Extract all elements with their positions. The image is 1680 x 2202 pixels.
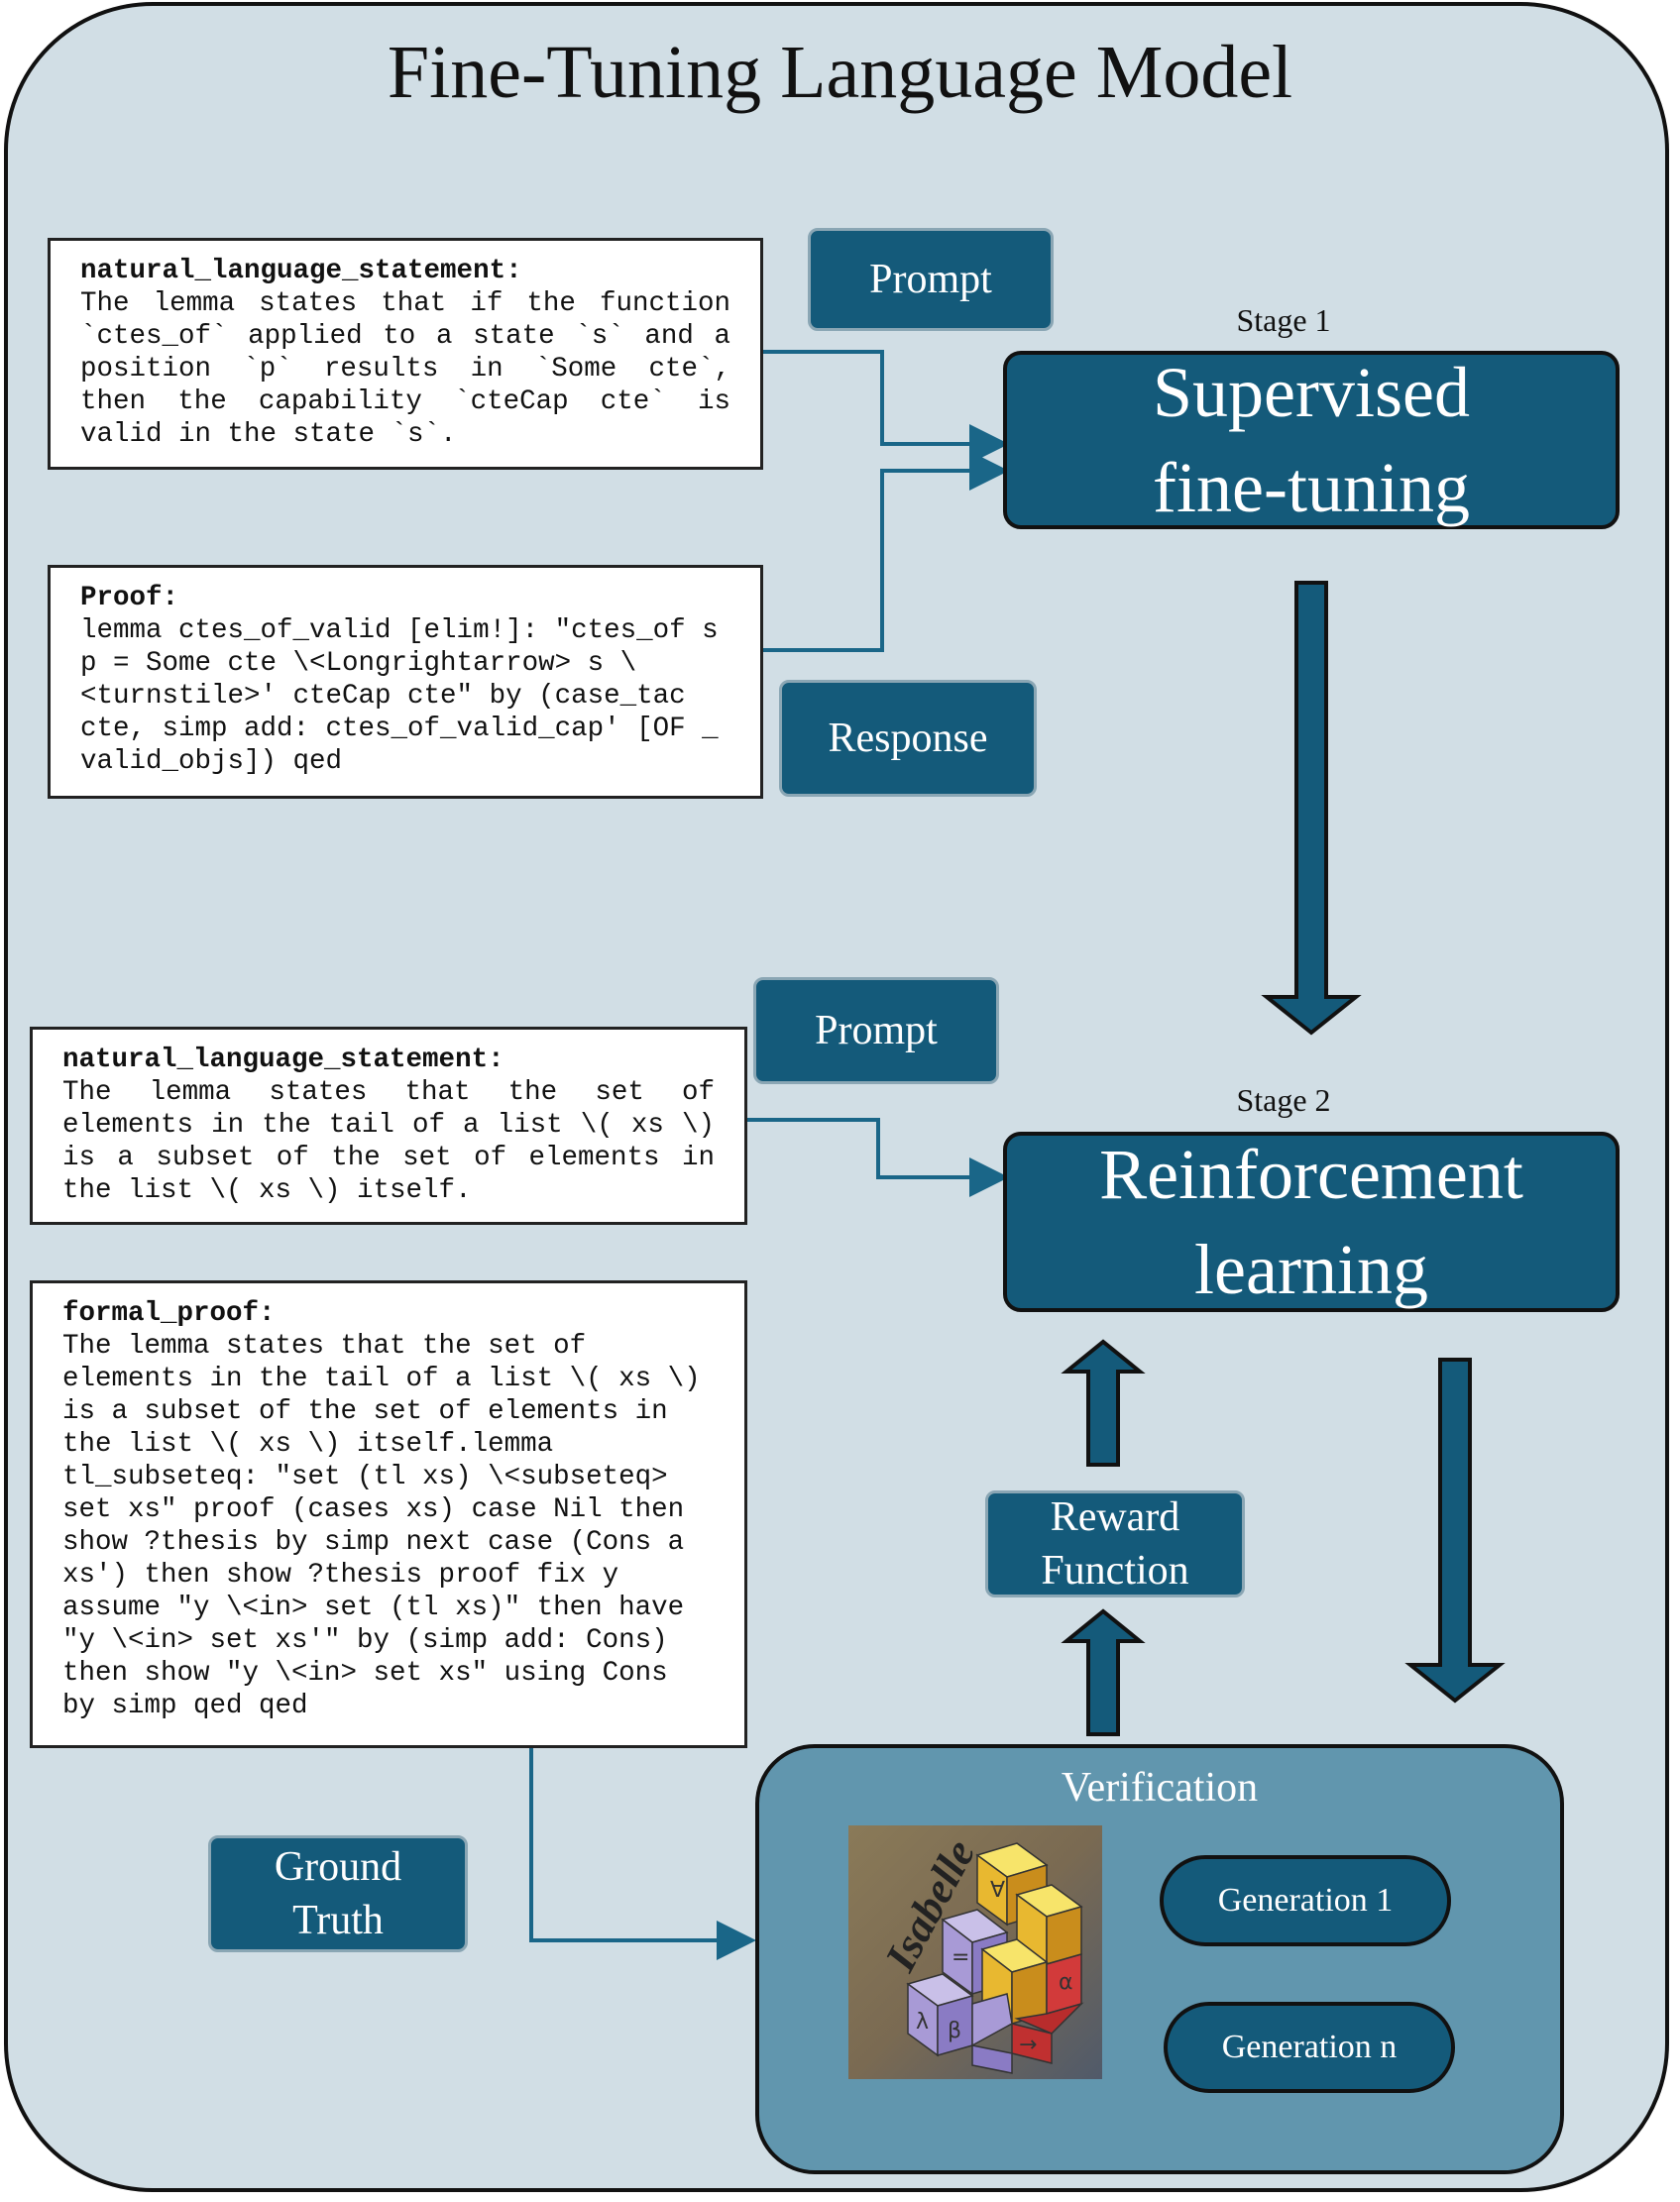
- reward-line1: Reward: [1050, 1494, 1180, 1540]
- stage2-rl-box: Reinforcement learning: [1003, 1132, 1620, 1312]
- isabelle-logo: Isabelle ∀ = λ β α →: [848, 1825, 1102, 2079]
- stage2-formal-body: The lemma states that the set of element…: [62, 1331, 701, 1721]
- sft-to-rl-arrow: [1261, 581, 1362, 1036]
- isabelle-logo-graphic: Isabelle ∀ = λ β α →: [848, 1825, 1102, 2079]
- stage1-label: Stage 1: [1236, 302, 1331, 338]
- ground-truth-line1: Ground: [274, 1844, 402, 1890]
- stage1-prompt-tag: Prompt: [808, 228, 1054, 331]
- stage1-box-line2: fine-tuning: [1153, 448, 1470, 527]
- rl-to-verification-arrow: [1404, 1358, 1506, 1704]
- ground-truth-line2: Truth: [292, 1898, 384, 1943]
- stage1-proof-head: Proof:: [80, 583, 179, 613]
- stage2-box-line2: learning: [1194, 1230, 1428, 1309]
- stage2-statement-box: natural_language_statement: The lemma st…: [30, 1027, 747, 1225]
- stage1-proof-body: lemma ctes_of_valid [elim!]: "ctes_of s …: [80, 615, 719, 777]
- reward-to-rl-arrow: [1061, 1339, 1146, 1467]
- stage2-statement-head: natural_language_statement:: [62, 1045, 504, 1075]
- statement2-to-rl-line: [745, 1118, 1009, 1197]
- stage2-box-line1: Reinforcement: [1099, 1135, 1523, 1214]
- stage1-statement-body: The lemma states that if the function `c…: [80, 288, 730, 450]
- generation-1-pill: Generation 1: [1160, 1855, 1451, 1946]
- stage1-response-tag: Response: [779, 680, 1037, 797]
- stage1-proof-box: Proof: lemma ctes_of_valid [elim!]: "cte…: [48, 565, 763, 799]
- reward-line2: Function: [1041, 1548, 1189, 1594]
- stage1-sft-box: Supervised fine-tuning: [1003, 351, 1620, 529]
- logo-symbol-equals: =: [952, 1945, 969, 1970]
- stage2-prompt-tag: Prompt: [753, 977, 999, 1084]
- proof1-to-sft-line: [761, 451, 1009, 652]
- verification-to-reward-arrow: [1061, 1608, 1146, 1736]
- stage1-box-line1: Supervised: [1153, 353, 1470, 432]
- diagram-title: Fine-Tuning Language Model: [387, 31, 1293, 114]
- logo-symbol-forall: ∀: [990, 1878, 1005, 1903]
- logo-symbol-beta: β: [948, 2019, 961, 2043]
- generation-n-pill: Generation n: [1164, 2002, 1455, 2093]
- stage2-statement-body: The lemma states that the set of element…: [62, 1077, 715, 1206]
- stage2-formal-proof-box: formal_proof: The lemma states that the …: [30, 1280, 747, 1748]
- reward-function-box: Reward Function: [985, 1490, 1245, 1597]
- stage1-statement-box: natural_language_statement: The lemma st…: [48, 238, 763, 470]
- statement1-to-sft-line: [761, 350, 1009, 464]
- verification-title: Verification: [1061, 1765, 1259, 1811]
- logo-symbol-alpha: α: [1059, 1970, 1073, 1995]
- stage2-formal-head: formal_proof:: [62, 1298, 276, 1329]
- logo-symbol-arrow: →: [1019, 2033, 1037, 2057]
- ground-truth-box: Ground Truth: [208, 1835, 468, 1952]
- stage1-statement-head: natural_language_statement:: [80, 256, 522, 286]
- logo-symbol-lambda: λ: [916, 2010, 929, 2035]
- stage2-label: Stage 2: [1236, 1082, 1331, 1118]
- verification-box: Verification: [755, 1744, 1564, 2174]
